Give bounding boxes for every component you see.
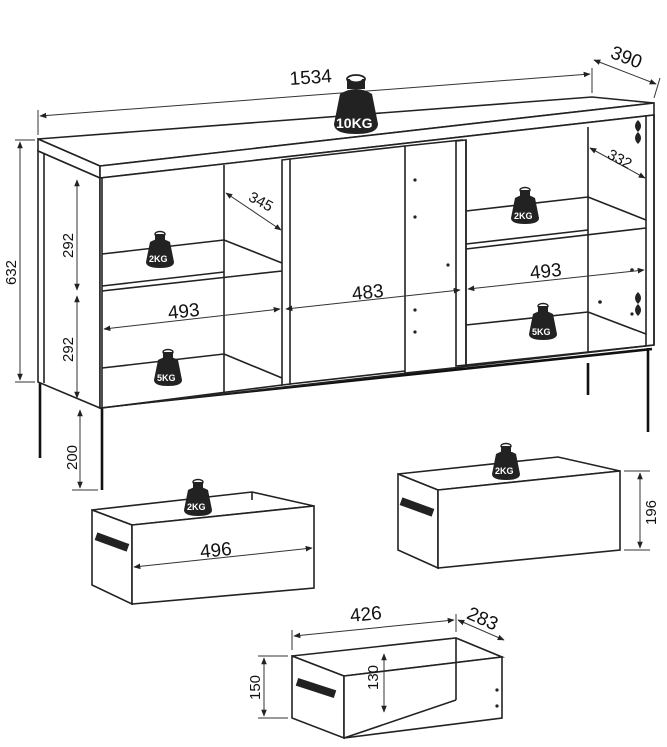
dimension-right-compartment-width: 493 [467, 260, 645, 292]
drawer-small: 426 283 150 130 [247, 603, 506, 740]
center-compartment [281, 139, 467, 386]
weight-label-drawer-left: 2KG [187, 502, 206, 512]
center-compartment-width-label: 483 [351, 281, 385, 305]
weight-icon-right-bottom: 5KG [529, 302, 557, 340]
dimension-upper-shelf-height: 292 [60, 179, 80, 291]
dimension-total-width: 1534 [37, 66, 593, 135]
dimension-center-compartment-width: 483 [285, 281, 461, 312]
drawer-width-label: 496 [199, 539, 233, 563]
dimension-left-compartment-width: 493 [103, 300, 281, 332]
small-drawer-height-label: 150 [247, 675, 264, 700]
weight-icon-top: 10KG [334, 74, 378, 134]
depth-label: 390 [608, 42, 645, 73]
sideboard-cabinet [37, 96, 655, 490]
weight-label-right-shelf: 2KG [514, 211, 533, 221]
weight-icon-left-shelf: 2KG [146, 230, 174, 268]
weight-label-left-bottom: 5KG [157, 373, 176, 383]
total-width-label: 1534 [289, 66, 333, 90]
drawer-height-label: 196 [643, 500, 660, 525]
right-compartment [465, 120, 655, 366]
small-drawer-depth-label: 283 [464, 603, 502, 635]
weight-icon-left-bottom: 5KG [154, 348, 182, 386]
weight-label-right-bottom: 5KG [532, 327, 551, 337]
right-compartment-width-label: 493 [529, 260, 563, 284]
total-height-label: 632 [3, 260, 20, 285]
leg-height-label: 200 [64, 445, 81, 470]
small-drawer-width-label: 426 [349, 603, 383, 627]
dimension-depth: 390 [593, 42, 661, 99]
dimension-total-height: 632 [3, 139, 35, 383]
drawer-right: 196 [397, 456, 660, 570]
weight-icon-drawer-right: 2KG [492, 442, 520, 480]
lower-shelf-height-label: 292 [60, 337, 77, 362]
left-compartment-width-label: 493 [167, 300, 201, 324]
upper-shelf-height-label: 292 [60, 233, 77, 258]
weight-icon-drawer-left: 2KG [184, 478, 212, 516]
weight-label-drawer-right: 2KG [495, 466, 514, 476]
weight-label-top: 10KG [336, 115, 373, 131]
small-drawer-inner-height-label: 130 [365, 665, 382, 690]
weight-icon-right-shelf: 2KG [511, 186, 539, 224]
left-side-panel [37, 149, 101, 410]
weight-label-left-shelf: 2KG [149, 254, 168, 264]
dimension-leg-height: 200 [64, 409, 98, 491]
dimension-lower-shelf-height: 292 [60, 295, 80, 399]
